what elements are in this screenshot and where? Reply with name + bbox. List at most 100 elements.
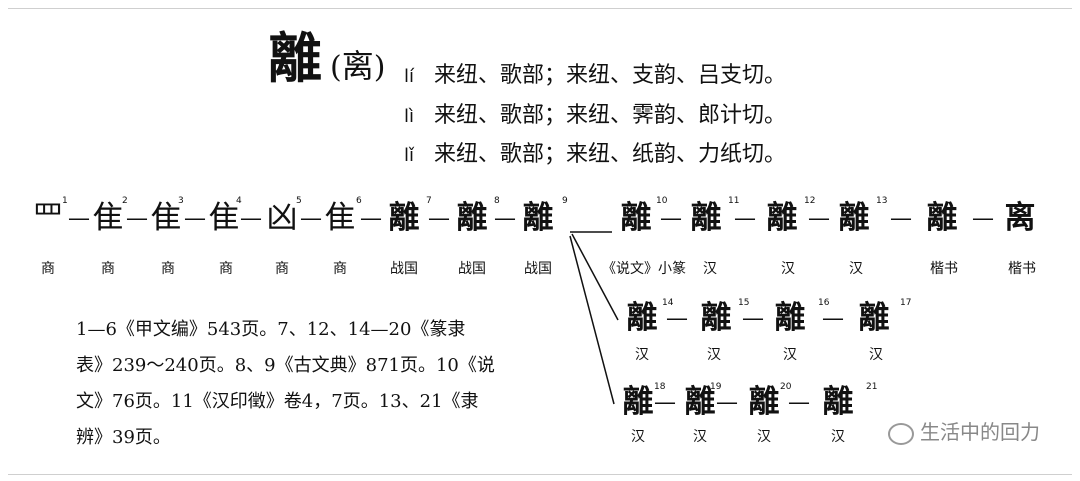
pronunciation-text: 来纽、歌部；来纽、支韵、吕支切。 xyxy=(434,63,787,88)
glyph-2: 隹 xyxy=(92,200,124,236)
pinyin-mark: lí xyxy=(404,66,415,87)
watermark: 生活中的回力 xyxy=(888,416,1040,445)
pronunciation-text: 来纽、歌部；来纽、霁韵、郎计切。 xyxy=(434,103,787,128)
glyph-num-17: 17 xyxy=(900,298,912,308)
glyph-cap-11: 汉 xyxy=(703,261,717,277)
glyph-num-5: 5 xyxy=(296,196,302,206)
reference-line: 辨》39页。 xyxy=(76,427,171,448)
headword-traditional: 離 xyxy=(268,26,322,90)
dash: — xyxy=(240,206,262,231)
glyph-cap-1: 商 xyxy=(41,261,55,277)
glyph-cap-10: 《说文》小篆 xyxy=(602,261,686,277)
glyph-num-12: 12 xyxy=(804,196,816,206)
reference-line: 表》239～240页。8、9《古文典》871页。10《说 xyxy=(76,355,495,376)
glyph-cap-9: 战国 xyxy=(524,261,552,277)
glyph-kaishu-simplified: 离 xyxy=(1004,200,1036,236)
glyph-18: 離 xyxy=(622,384,654,420)
glyph-num-1: 1 xyxy=(62,196,68,206)
glyph-num-9: 9 xyxy=(562,196,568,206)
paren-close: ) xyxy=(373,50,386,85)
dash: — xyxy=(68,206,90,231)
glyph-9: 離 xyxy=(522,200,554,236)
glyph-num-6: 6 xyxy=(356,196,362,206)
glyph-cap-15: 汉 xyxy=(707,347,721,363)
glyph-12: 離 xyxy=(766,200,798,236)
glyph-cap-20: 汉 xyxy=(757,429,771,445)
document-frame xyxy=(8,8,1072,475)
dash: — xyxy=(890,206,912,231)
dash: — xyxy=(972,206,994,231)
dash: — xyxy=(494,206,516,231)
dash: — xyxy=(184,206,206,231)
dash: — xyxy=(666,306,688,331)
pronunciation-text: 来纽、歌部；来纽、纸韵、力纸切。 xyxy=(434,142,787,167)
glyph-num-4: 4 xyxy=(236,196,242,206)
dash: — xyxy=(360,206,382,231)
glyph-cap-16: 汉 xyxy=(783,347,797,363)
headword-simplified-wrapper: (离) xyxy=(330,46,385,88)
headword-simplified: 离 xyxy=(341,47,374,85)
glyph-15: 離 xyxy=(700,300,732,336)
pronunciation-1: lí 来纽、歌部；来纽、支韵、吕支切。 xyxy=(404,62,786,91)
glyph-17: 離 xyxy=(858,300,890,336)
glyph-16: 離 xyxy=(774,300,806,336)
glyph-cap-8: 战国 xyxy=(458,261,486,277)
glyph-21: 離 xyxy=(822,384,854,420)
glyph-num-16: 16 xyxy=(818,298,830,308)
glyph-num-14: 14 xyxy=(662,298,674,308)
glyph-num-2: 2 xyxy=(122,196,128,206)
glyph-num-21: 21 xyxy=(866,382,878,392)
glyph-cap-18: 汉 xyxy=(631,429,645,445)
glyph-num-19: 19 xyxy=(710,382,722,392)
dash: — xyxy=(788,390,810,415)
glyph-num-15: 15 xyxy=(738,298,750,308)
dash: — xyxy=(822,306,844,331)
watermark-text: 生活中的回力 xyxy=(920,420,1040,444)
glyph-1: 罒 xyxy=(32,200,64,236)
glyph-cap-7: 战国 xyxy=(390,261,418,277)
dash: — xyxy=(660,206,682,231)
glyph-cap-14: 汉 xyxy=(635,347,649,363)
dash: — xyxy=(300,206,322,231)
glyph-num-10: 10 xyxy=(656,196,668,206)
dash: — xyxy=(742,306,764,331)
glyph-cap-2: 商 xyxy=(101,261,115,277)
glyph-cap-12: 汉 xyxy=(781,261,795,277)
dash: — xyxy=(734,206,756,231)
glyph-cap-kaishu-1: 楷书 xyxy=(930,261,958,277)
dash: — xyxy=(654,390,676,415)
glyph-13: 離 xyxy=(838,200,870,236)
source-references: 1—6《甲文编》543页。7、12、14—20《篆隶 表》239～240页。8、… xyxy=(76,312,556,456)
glyph-10: 離 xyxy=(620,200,652,236)
glyph-8: 離 xyxy=(456,200,488,236)
glyph-num-18: 18 xyxy=(654,382,666,392)
glyph-cap-13: 汉 xyxy=(849,261,863,277)
glyph-num-8: 8 xyxy=(494,196,500,206)
glyph-num-13: 13 xyxy=(876,196,888,206)
glyph-cap-21: 汉 xyxy=(831,429,845,445)
glyph-3: 隹 xyxy=(150,200,182,236)
dash: — xyxy=(126,206,148,231)
glyph-cap-6: 商 xyxy=(333,261,347,277)
wechat-icon xyxy=(888,422,914,445)
reference-line: 1—6《甲文编》543页。7、12、14—20《篆隶 xyxy=(76,319,466,340)
glyph-cap-17: 汉 xyxy=(869,347,883,363)
glyph-11: 離 xyxy=(690,200,722,236)
glyph-num-3: 3 xyxy=(178,196,184,206)
glyph-cap-4: 商 xyxy=(219,261,233,277)
glyph-20: 離 xyxy=(748,384,780,420)
glyph-19: 離 xyxy=(684,384,716,420)
glyph-5: 凶 xyxy=(266,200,298,236)
glyph-num-11: 11 xyxy=(728,196,740,206)
branch-line-row2 xyxy=(571,233,619,321)
dash: — xyxy=(716,390,738,415)
glyph-4: 隹 xyxy=(208,200,240,236)
glyph-cap-5: 商 xyxy=(275,261,289,277)
glyph-cap-19: 汉 xyxy=(693,429,707,445)
reference-line: 文》76页。11《汉印徵》卷4，7页。13、21《隶 xyxy=(76,391,479,412)
glyph-kaishu-traditional: 離 xyxy=(926,200,958,236)
glyph-cap-kaishu-2: 楷书 xyxy=(1008,261,1036,277)
paren-open: ( xyxy=(330,50,342,85)
